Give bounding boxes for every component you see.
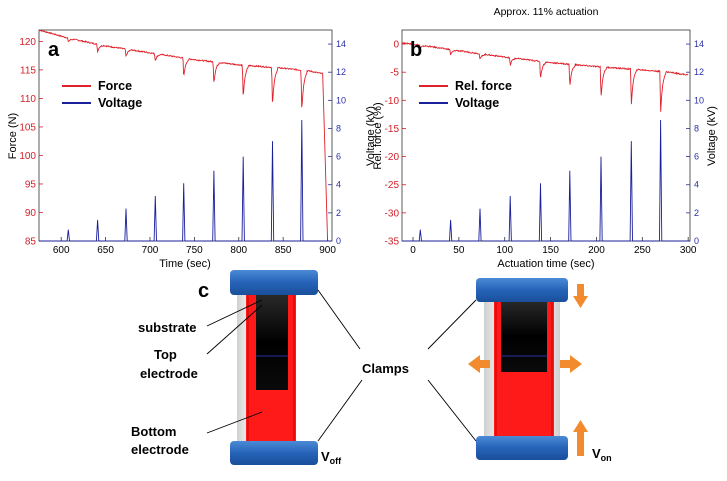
y-right-tick-label-a: 10	[336, 95, 346, 105]
x-tick-label-b: 200	[588, 245, 605, 256]
y-left-tick-label-b: -15	[385, 124, 400, 135]
y-right-tick-label-a: 2	[336, 208, 341, 218]
v-on-sub: on	[601, 453, 612, 463]
y-right-tick-label-a: 0	[336, 236, 341, 246]
y-left-tick-label-a: 110	[20, 94, 36, 105]
x-tick-label-b: 250	[634, 245, 651, 256]
y-left-tick-label-a: 115	[20, 65, 36, 76]
label-top-electrode-1: Top	[154, 347, 177, 362]
top-electrode-on	[501, 300, 547, 372]
diagram-c: c	[131, 270, 612, 466]
y-right-tick-label-a: 4	[336, 180, 341, 190]
y-left-tick-label-a: 120	[19, 37, 36, 48]
panel-label-c: c	[198, 280, 209, 302]
label-substrate: substrate	[138, 320, 197, 335]
y-left-tick-label-b: -20	[385, 152, 400, 163]
x-tick-label-b: 150	[542, 245, 559, 256]
arrow-down-icon	[573, 284, 588, 308]
legend-label-force: Force	[98, 79, 132, 93]
chart-title-b: Approx. 11% actuation	[494, 6, 599, 18]
y-right-tick-label-b: 2	[694, 208, 699, 218]
x-tick-label-a: 700	[142, 245, 159, 256]
label-v-off: Voff	[321, 449, 342, 466]
series-force-line-b	[401, 41, 689, 112]
x-tick-label-a: 850	[275, 245, 292, 256]
y-left-tick-label-a: 100	[19, 151, 36, 162]
legend-label-voltage-b: Voltage	[455, 96, 499, 110]
v-on-main: V	[592, 446, 601, 461]
legend-label-voltage: Voltage	[98, 96, 142, 110]
y-left-tick-label-a: 85	[25, 237, 37, 248]
x-tick-label-a: 800	[230, 245, 247, 256]
device-on	[476, 278, 568, 460]
y-left-tick-label-b: 0	[393, 40, 399, 51]
y-right-tick-label-b: 12	[694, 67, 704, 77]
x-tick-label-a: 600	[53, 245, 70, 256]
y-right-tick-label-a: 14	[336, 39, 346, 49]
y-right-tick-label-b: 8	[694, 123, 699, 133]
y-right-tick-label-b: 6	[694, 152, 699, 162]
clamp-bottom-on	[476, 436, 568, 460]
clamp-bottom-off	[230, 441, 318, 465]
y-axis-title-right-a: Voltage (kV)	[365, 106, 377, 166]
label-v-on: Von	[592, 446, 612, 463]
y-left-tick-label-b: -35	[385, 237, 400, 248]
v-off-sub: off	[330, 456, 342, 466]
label-bottom-electrode-1: Bottom	[131, 424, 177, 439]
arrow-right-icon	[560, 355, 582, 373]
x-axis-title-a: Time (sec)	[159, 258, 211, 270]
arrow-up-icon	[573, 420, 588, 456]
y-right-tick-label-b: 4	[694, 180, 699, 190]
series-force-line-a	[38, 29, 329, 242]
label-bottom-electrode-2: electrode	[131, 442, 189, 457]
legend-label-rel-force: Rel. force	[455, 79, 512, 93]
y-left-tick-label-b: -30	[385, 208, 400, 219]
x-tick-label-a: 650	[97, 245, 114, 256]
x-axis-title-b: Actuation time (sec)	[497, 258, 594, 270]
series-voltage-line-a	[39, 119, 332, 242]
y-right-tick-label-a: 12	[336, 67, 346, 77]
y-left-tick-label-a: 105	[19, 122, 36, 133]
y-left-tick-label-b: -10	[385, 96, 400, 107]
series-voltage-line-b	[402, 119, 690, 242]
arrow-left-icon	[468, 355, 490, 373]
v-off-main: V	[321, 449, 330, 464]
y-left-tick-label-a: 95	[25, 179, 37, 190]
y-right-tick-label-b: 14	[694, 39, 704, 49]
actuation-arrows	[468, 284, 588, 456]
x-tick-label-a: 900	[319, 245, 336, 256]
y-right-tick-label-a: 6	[336, 152, 341, 162]
top-electrode-off	[256, 294, 288, 390]
x-tick-label-b: 300	[680, 245, 697, 256]
label-clamps: Clamps	[362, 361, 409, 376]
y-left-tick-label-b: -5	[390, 68, 399, 79]
x-tick-label-b: 50	[453, 245, 465, 256]
panel-label-a: a	[48, 39, 60, 61]
y-left-tick-label-b: -25	[385, 180, 400, 191]
x-tick-label-a: 750	[186, 245, 203, 256]
y-left-tick-label-a: 90	[25, 208, 37, 219]
y-axis-title-right-b: Voltage (kV)	[706, 106, 718, 166]
panel-label-b: b	[410, 39, 422, 61]
y-right-tick-label-a: 8	[336, 123, 341, 133]
clamp-top-off	[230, 270, 318, 295]
clamp-top-on	[476, 278, 568, 302]
x-tick-label-b: 100	[496, 245, 513, 256]
x-tick-label-b: 0	[410, 245, 416, 256]
y-axis-title-left-b: Rel. force (%)	[372, 102, 384, 169]
y-right-tick-label-b: 10	[694, 95, 704, 105]
pointer-lines	[206, 289, 477, 442]
device-off	[230, 270, 318, 465]
y-axis-title-left-a: Force (N)	[7, 113, 19, 159]
y-right-tick-label-b: 0	[694, 236, 699, 246]
label-top-electrode-2: electrode	[140, 366, 198, 381]
plot-frame-a	[38, 29, 333, 242]
